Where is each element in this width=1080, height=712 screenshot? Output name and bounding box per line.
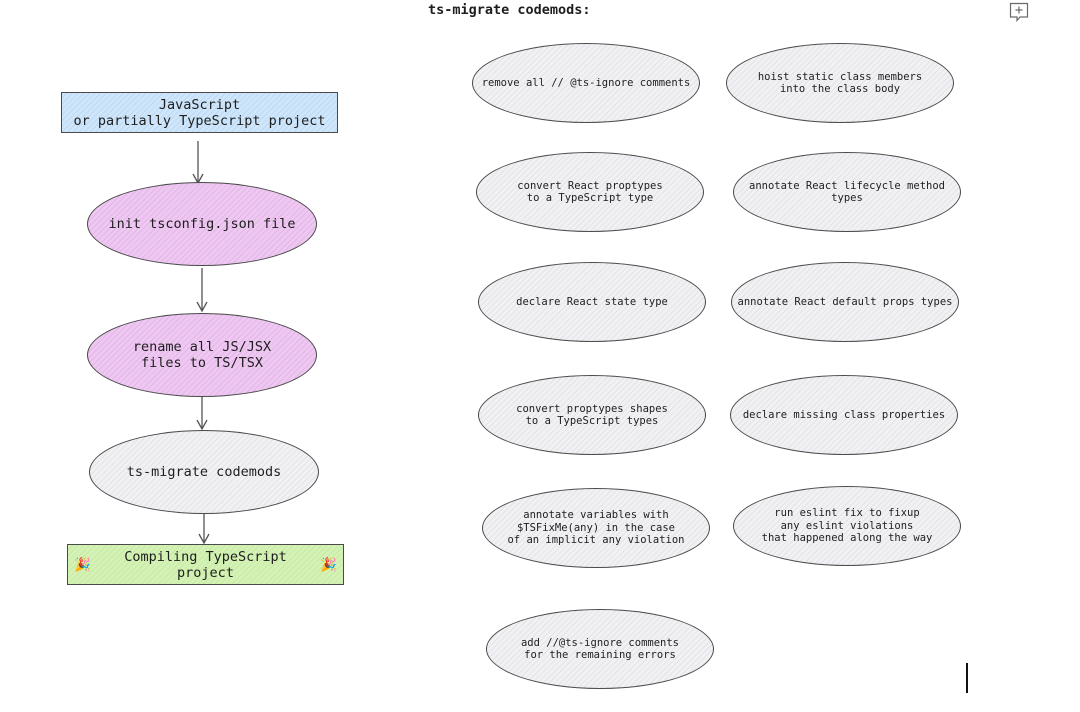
flow-codemods-node: ts-migrate codemods xyxy=(89,430,319,514)
codemod-item: remove all // @ts-ignore comments xyxy=(472,43,700,123)
flow-rename-files-label: rename all JS/JSX files to TS/TSX xyxy=(132,339,272,371)
codemod-label: annotate React default props types xyxy=(737,295,953,308)
flow-end-node: 🎉 Compiling TypeScript project 🎉 xyxy=(67,544,344,585)
party-popper-icon: 🎉 xyxy=(74,556,91,573)
codemod-item: run eslint fix to fixup any eslint viola… xyxy=(733,486,961,566)
codemod-label: remove all // @ts-ignore comments xyxy=(481,76,691,89)
codemod-item: declare missing class properties xyxy=(730,375,958,455)
flow-init-tsconfig-label: init tsconfig.json file xyxy=(108,216,296,232)
codemod-item: annotate React default props types xyxy=(731,262,959,342)
codemod-item: hoist static class members into the clas… xyxy=(726,43,954,123)
codemod-item: annotate React lifecycle method types xyxy=(733,152,961,232)
codemod-label: convert React proptypes to a TypeScript … xyxy=(517,179,663,205)
codemod-label: annotate React lifecycle method types xyxy=(749,179,945,205)
text-cursor xyxy=(966,663,968,693)
flow-codemods-label: ts-migrate codemods xyxy=(126,464,282,480)
codemod-label: add //@ts-ignore comments for the remain… xyxy=(520,636,680,662)
flow-init-tsconfig-node: init tsconfig.json file xyxy=(87,182,317,266)
codemod-item: annotate variables with $TSFixMe(any) in… xyxy=(482,488,710,568)
codemod-item: add //@ts-ignore comments for the remain… xyxy=(486,609,714,689)
party-popper-icon: 🎉 xyxy=(320,556,337,573)
codemod-item: declare React state type xyxy=(478,262,706,342)
codemod-label: run eslint fix to fixup any eslint viola… xyxy=(761,507,933,545)
codemod-label: hoist static class members into the clas… xyxy=(757,70,923,96)
codemod-item: convert proptypes shapes to a TypeScript… xyxy=(478,375,706,455)
flow-start-label: JavaScript or partially TypeScript proje… xyxy=(73,96,326,129)
add-comment-icon[interactable] xyxy=(1009,2,1029,23)
codemod-label: annotate variables with $TSFixMe(any) in… xyxy=(507,509,685,547)
codemod-label: declare missing class properties xyxy=(742,408,946,421)
codemod-label: convert proptypes shapes to a TypeScript… xyxy=(516,402,668,428)
codemods-title: ts-migrate codemods: xyxy=(428,2,591,18)
flow-start-node: JavaScript or partially TypeScript proje… xyxy=(61,92,338,133)
codemod-item: convert React proptypes to a TypeScript … xyxy=(476,152,704,232)
flow-rename-files-node: rename all JS/JSX files to TS/TSX xyxy=(87,313,317,397)
flow-end-label: Compiling TypeScript project xyxy=(124,548,287,581)
codemod-label: declare React state type xyxy=(516,295,668,308)
